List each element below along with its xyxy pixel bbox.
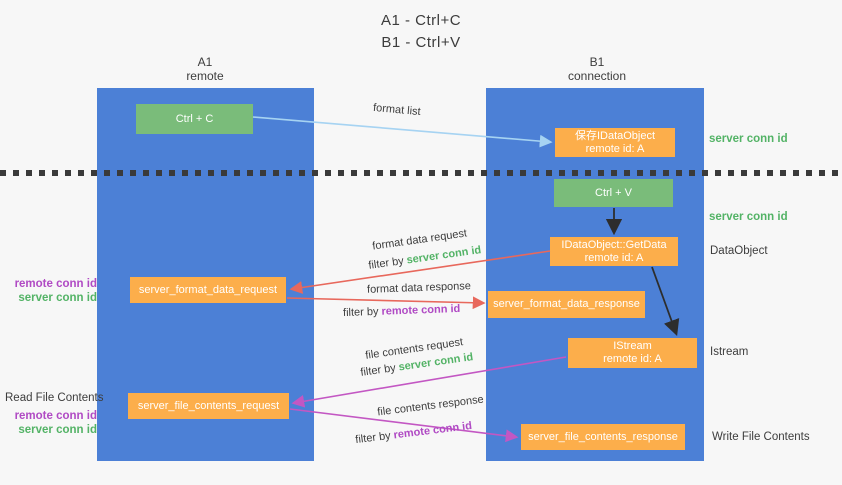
remote-conn-id-text: remote conn id xyxy=(381,302,461,318)
istream-line2: remote id: A xyxy=(603,353,662,365)
right-column-role: connection xyxy=(567,69,627,83)
remote-conn-id-text: remote conn id xyxy=(392,419,473,442)
ctrl-c-box: Ctrl + C xyxy=(136,104,253,134)
read-file-contents-label: Read File Contents xyxy=(5,392,104,404)
save-idataobject-box: 保存IDataObject remote id: A xyxy=(555,128,675,157)
left-column-role: remote xyxy=(186,69,224,83)
remote-conn-id-left-label-1: remote conn id xyxy=(14,278,97,290)
left-column-header: A1 remote xyxy=(140,55,270,83)
file-contents-response-label: file contents response xyxy=(376,393,485,419)
file-response-label: server_file_contents_response xyxy=(528,430,678,443)
filter-by-text: filter by xyxy=(354,429,392,447)
save-idataobject-line1: 保存IDataObject xyxy=(574,129,656,142)
format-request-label: server_format_data_request xyxy=(138,283,278,296)
format-response-label: server_format_data_response xyxy=(493,298,640,310)
right-column-name: B1 xyxy=(589,55,605,69)
server-conn-id-side-label-top: server conn id xyxy=(709,133,788,145)
server-conn-id-side-label-mid: server conn id xyxy=(709,211,788,223)
left-column-name: A1 xyxy=(197,55,213,69)
ctrl-v-box: Ctrl + V xyxy=(554,179,673,207)
format-data-response-label: format data response xyxy=(366,280,472,296)
filter-by-text: filter by xyxy=(342,305,379,320)
remote-conn-id-left-label-2: remote conn id xyxy=(14,410,97,422)
dotted-separator-line xyxy=(0,170,842,176)
istream-side-label: Istream xyxy=(710,346,749,358)
write-file-contents-label: Write File Contents xyxy=(712,431,810,443)
idataobject-getdata-box: IDataObject::GetData remote id: A xyxy=(550,237,678,266)
save-idataobject-line2: remote id: A xyxy=(585,142,645,155)
istream-box: IStream remote id: A xyxy=(568,338,697,368)
format-list-label: format list xyxy=(372,101,422,119)
dataobject-side-label: DataObject xyxy=(710,245,768,257)
getdata-line2: remote id: A xyxy=(584,251,644,264)
title-line-2: B1 - Ctrl+V xyxy=(381,34,461,51)
title-line-1: A1 - Ctrl+C xyxy=(380,12,462,29)
diagram-title: A1 - Ctrl+C B1 - Ctrl+V xyxy=(0,10,842,54)
filter-by-text: filter by xyxy=(359,362,397,379)
ctrl-c-label: Ctrl + C xyxy=(175,112,214,125)
right-column-header: B1 connection xyxy=(532,55,662,83)
getdata-line1: IDataObject::GetData xyxy=(561,238,667,251)
server-format-data-response-box: server_format_data_response xyxy=(488,291,645,318)
server-conn-id-text: server conn id xyxy=(405,244,482,267)
istream-line1: IStream xyxy=(613,340,652,352)
server-file-contents-response-box: server_file_contents_response xyxy=(521,424,685,450)
server-conn-id-left-label-2: server conn id xyxy=(18,424,97,436)
server-conn-id-left-label-1: server conn id xyxy=(18,292,97,304)
ctrl-v-label: Ctrl + V xyxy=(595,186,632,199)
filter-by-text: filter by xyxy=(367,255,405,272)
file-request-label: server_file_contents_request xyxy=(137,399,280,412)
server-file-contents-request-box: server_file_contents_request xyxy=(128,393,289,419)
server-format-data-request-box: server_format_data_request xyxy=(130,277,286,303)
